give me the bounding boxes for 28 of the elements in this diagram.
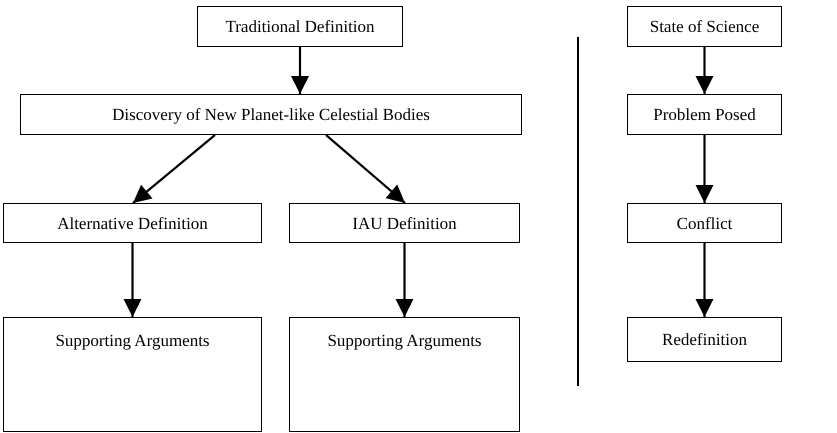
process-box bbox=[627, 94, 782, 135]
process-box bbox=[627, 317, 782, 362]
process-box bbox=[3, 203, 262, 243]
box-label: Redefinition bbox=[661, 329, 748, 350]
box-label: Discovery of New Planet-like Celestial Bodies bbox=[111, 104, 431, 125]
arrow bbox=[132, 134, 216, 204]
arrow bbox=[696, 135, 714, 203]
process-box bbox=[627, 203, 782, 243]
process-box bbox=[627, 6, 782, 47]
box-label: State of Science bbox=[648, 16, 760, 37]
arrow bbox=[291, 47, 309, 94]
process-box bbox=[289, 203, 520, 243]
arrow bbox=[396, 243, 414, 317]
box-label: Supporting Arguments bbox=[326, 330, 483, 351]
box-label: Problem Posed bbox=[652, 104, 757, 125]
arrow bbox=[696, 47, 714, 94]
process-box bbox=[289, 317, 520, 432]
arrow bbox=[124, 243, 142, 317]
box-label: IAU Definition bbox=[351, 212, 458, 234]
process-box bbox=[20, 94, 522, 135]
box-label: Alternative Definition bbox=[56, 212, 209, 234]
process-box bbox=[3, 317, 262, 432]
arrow bbox=[325, 134, 406, 204]
box-label: Supporting Arguments bbox=[54, 330, 211, 351]
arrow bbox=[696, 243, 714, 317]
box-label: Traditional Definition bbox=[224, 16, 376, 37]
process-box bbox=[197, 6, 403, 47]
box-label: Conflict bbox=[676, 212, 734, 234]
